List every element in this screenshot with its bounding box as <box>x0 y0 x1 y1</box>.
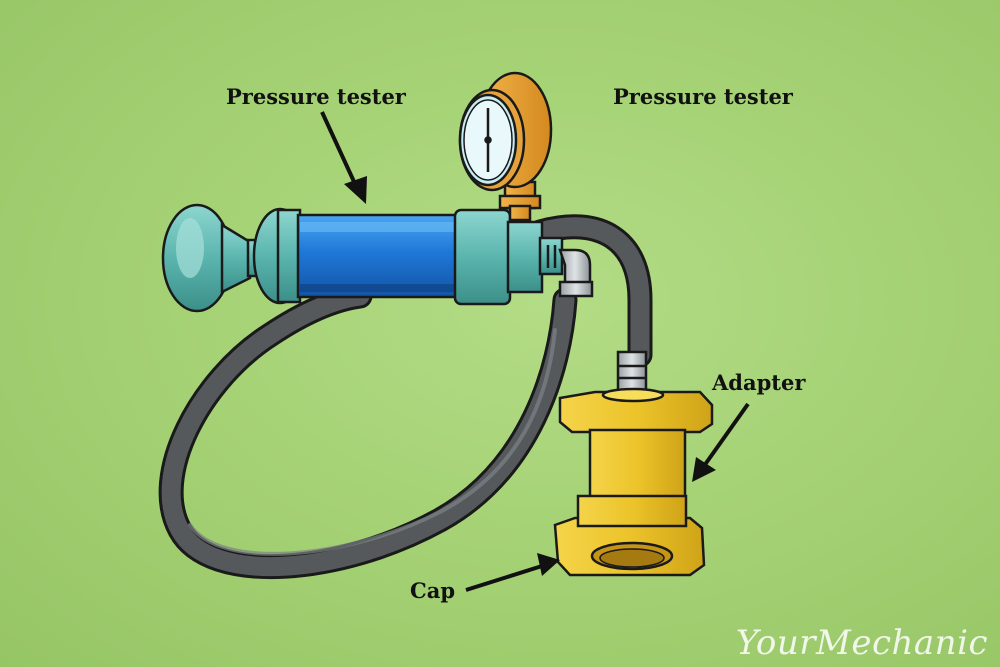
arrow-adapter <box>692 402 750 482</box>
pressure-gauge <box>458 71 553 222</box>
label-cap: Cap <box>410 578 456 603</box>
hose-to-adapter <box>527 214 653 368</box>
label-pressure-tester-left: Pressure tester <box>226 84 406 109</box>
adapter-body <box>553 350 714 577</box>
brand-watermark: YourMechanic <box>735 623 988 663</box>
label-adapter: Adapter <box>712 370 806 395</box>
pump-barrel <box>252 207 564 306</box>
arrow-cap <box>465 553 560 592</box>
hose-loop <box>158 283 578 580</box>
elbow-fitting <box>558 248 594 298</box>
arrow-pressure-tester <box>320 111 367 204</box>
label-pressure-tester-right: Pressure tester <box>613 84 793 109</box>
